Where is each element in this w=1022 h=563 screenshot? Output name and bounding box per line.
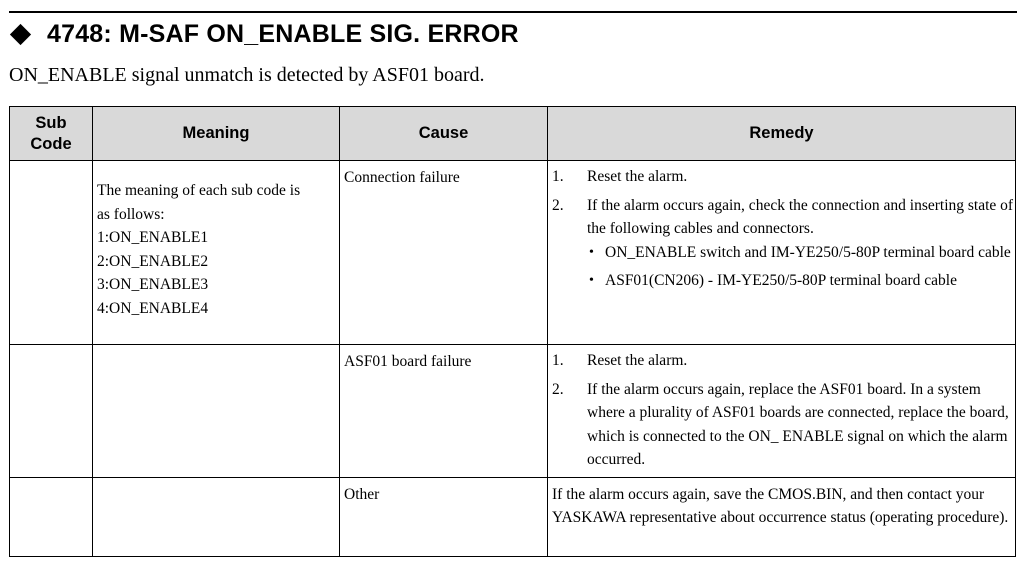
cause-cell: Connection failure — [339, 160, 548, 345]
step-number: 2. — [552, 380, 564, 398]
cable-item-text: ASF01(CN206) - IM-YE250/5-80P terminal b… — [605, 272, 957, 289]
sub-code-entry: 1:ON_ENABLE1 — [97, 229, 209, 246]
remedy-cell: 1. Reset the alarm. 2. If the alarm occu… — [547, 344, 1016, 478]
step-text: Reset the alarm. — [587, 168, 688, 185]
header-cause: Cause — [339, 106, 548, 161]
bullet-dot-icon: • — [589, 244, 594, 260]
step-text: If the alarm occurs again, check the con… — [587, 196, 1014, 238]
header-sub-code: Sub Code — [9, 106, 93, 161]
sub-code-cell — [9, 160, 93, 345]
diamond-bullet-icon — [9, 23, 32, 45]
meaning-line: The meaning of each sub code is — [97, 182, 301, 199]
cable-list: • ON_ENABLE switch and IM-YE250/5-80P te… — [587, 241, 1015, 293]
cable-item: • ASF01(CN206) - IM-YE250/5-80P terminal… — [589, 269, 1015, 293]
remedy-step: 1. Reset the alarm. — [552, 165, 1015, 189]
cause-text: ASF01 board failure — [344, 353, 472, 370]
meaning-cell — [92, 476, 340, 557]
remedy-cell: 1. Reset the alarm. 2. If the alarm occu… — [547, 160, 1016, 345]
cause-text: Other — [344, 485, 380, 503]
remedy-cell: If the alarm occurs again, save the CMOS… — [547, 476, 1016, 557]
header-remedy: Remedy — [547, 106, 1016, 161]
alarm-title: 4748: M-SAF ON_ENABLE SIG. ERROR — [47, 19, 519, 48]
cable-item-text: ON_ENABLE switch and IM-YE250/5-80P term… — [605, 243, 1011, 261]
step-number: 2. — [552, 196, 564, 214]
meaning-cell: The meaning of each sub code is as follo… — [92, 160, 340, 345]
step-text: Reset the alarm. — [587, 352, 688, 369]
sub-code-entry: 4:ON_ENABLE4 — [97, 299, 209, 317]
meaning-cell — [92, 344, 340, 478]
alarm-description: ON_ENABLE signal unmatch is detected by … — [9, 64, 485, 86]
step-text: If the alarm occurs again, replace the A… — [587, 380, 1009, 469]
header-sub-code-line1: Sub — [35, 113, 67, 132]
table-header-row: Sub Code Meaning Cause Remedy — [9, 106, 1016, 161]
remedy-step: 2. If the alarm occurs again, check the … — [552, 194, 1015, 293]
table-row: Other If the alarm occurs again, save th… — [9, 476, 1016, 557]
top-rule — [9, 11, 1017, 13]
alarm-heading: 4748: M-SAF ON_ENABLE SIG. ERROR — [9, 17, 519, 51]
remedy-step: 2. If the alarm occurs again, replace th… — [552, 378, 1015, 472]
sub-code-cell — [9, 344, 93, 478]
cable-item: • ON_ENABLE switch and IM-YE250/5-80P te… — [589, 241, 1015, 265]
cause-text: Connection failure — [344, 169, 460, 186]
step-number: 1. — [552, 352, 564, 369]
remedy-steps: 1. Reset the alarm. 2. If the alarm occu… — [548, 161, 1015, 293]
alarm-table: Sub Code Meaning Cause Remedy The meanin… — [9, 106, 1016, 557]
meaning-line: as follows: — [97, 205, 165, 223]
header-sub-code-line2: Code — [30, 134, 72, 153]
cause-cell: Other — [339, 476, 548, 557]
header-meaning: Meaning — [92, 106, 340, 161]
table-row: ASF01 board failure 1. Reset the alarm. … — [9, 344, 1016, 478]
step-number: 1. — [552, 168, 564, 185]
remedy-step: 1. Reset the alarm. — [552, 349, 1015, 373]
table-row: The meaning of each sub code is as follo… — [9, 160, 1016, 345]
sub-code-cell — [9, 476, 93, 557]
remedy-text: If the alarm occurs again, save the CMOS… — [552, 485, 1009, 527]
sub-code-entry: 2:ON_ENABLE2 — [97, 252, 209, 270]
bullet-dot-icon: • — [589, 273, 594, 288]
remedy-steps: 1. Reset the alarm. 2. If the alarm occu… — [548, 345, 1015, 472]
sub-code-entry: 3:ON_ENABLE3 — [97, 276, 209, 293]
cause-cell: ASF01 board failure — [339, 344, 548, 478]
